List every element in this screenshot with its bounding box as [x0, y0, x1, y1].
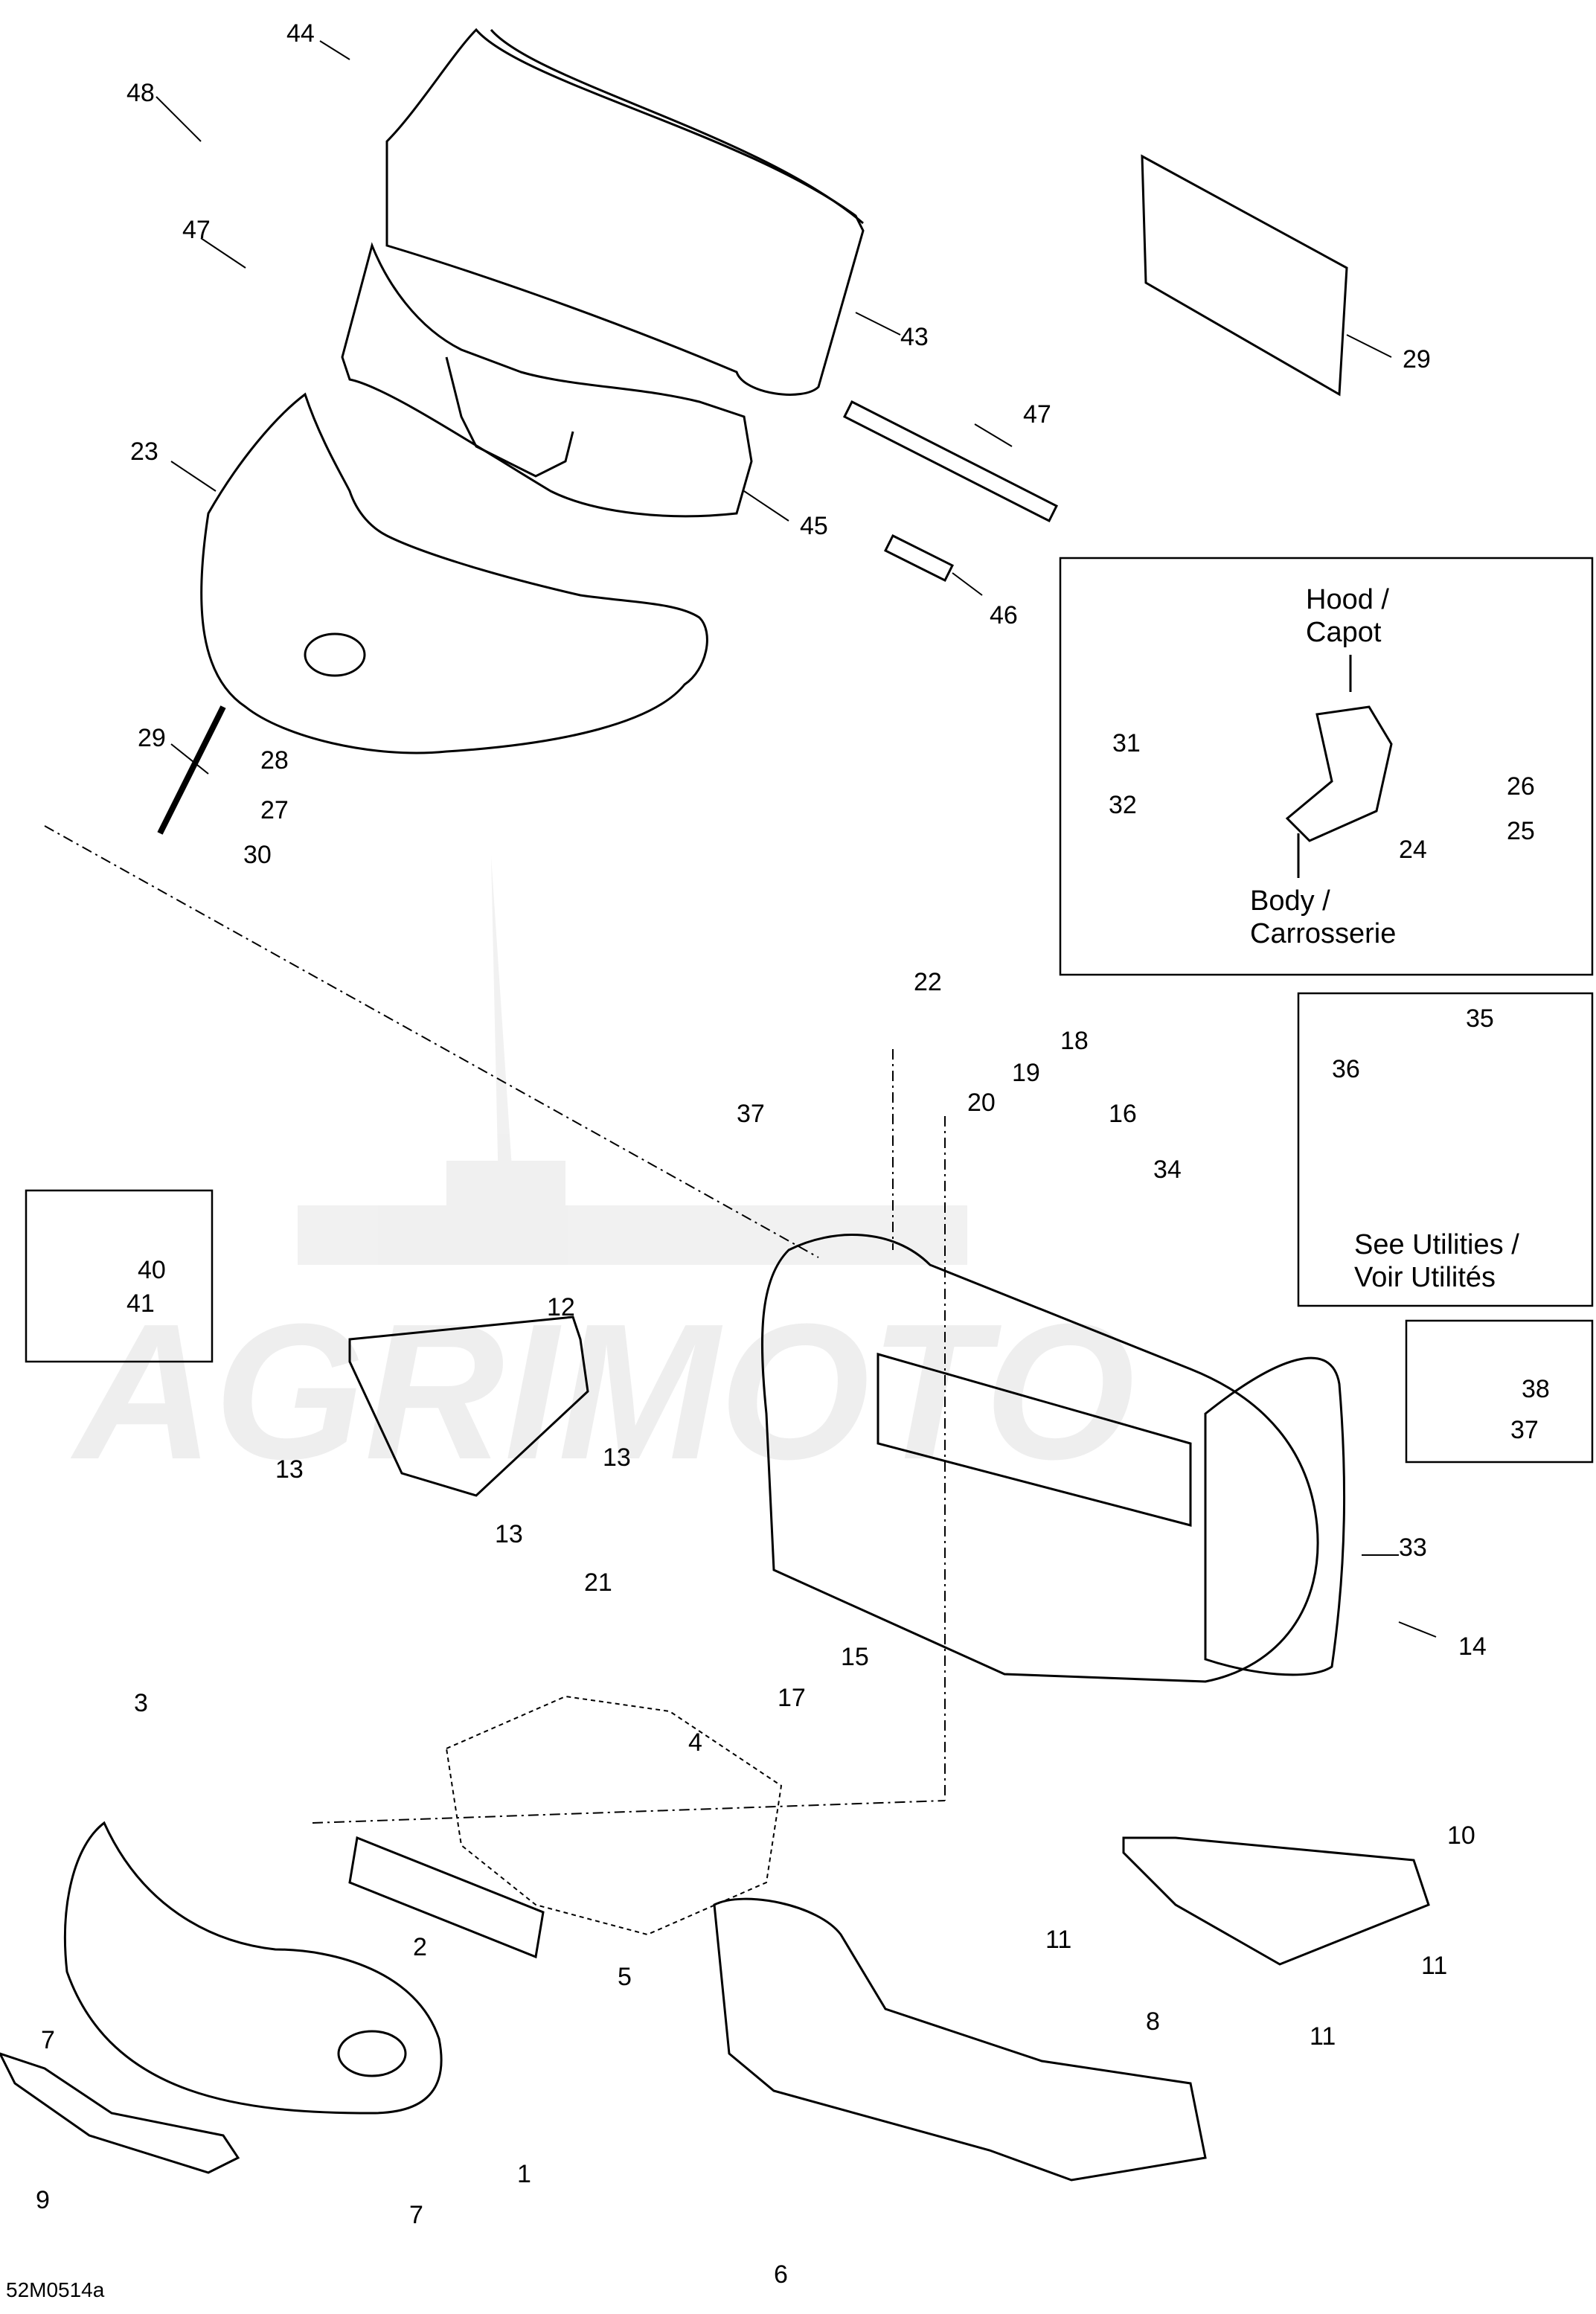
dash-lines	[44, 825, 946, 1824]
callout-4: 4	[688, 1728, 702, 1757]
leader-lines	[156, 40, 1437, 1638]
callout-7-bottom: 7	[409, 2201, 423, 2229]
callout-37-inset: 37	[1510, 1416, 1539, 1444]
windshield-trim	[341, 242, 753, 518]
front-body	[760, 1234, 1319, 1683]
hinge-top-label-line1: Hood /	[1306, 584, 1389, 615]
callout-27: 27	[260, 796, 289, 824]
svg-text:AGRIMOTO: AGRIMOTO	[68, 1284, 1135, 1500]
callout-20: 20	[967, 1089, 996, 1117]
callout-6: 6	[774, 2260, 788, 2289]
utilities-inset-frame	[1297, 992, 1594, 1307]
callout-33: 33	[1399, 1533, 1427, 1562]
side-deflector-10	[1122, 1836, 1430, 1966]
gas-strut	[157, 705, 226, 835]
callout-14: 14	[1458, 1632, 1487, 1661]
callout-40: 40	[138, 1256, 166, 1284]
hinge-assembly	[1285, 655, 1393, 878]
hinge-top-label-line2: Capot	[1306, 616, 1382, 648]
callout-10: 10	[1447, 1821, 1475, 1850]
callout-43: 44	[286, 19, 315, 48]
callout-41: 41	[126, 1289, 155, 1318]
callout-9: 9	[36, 2186, 50, 2214]
callout-13-left: 13	[275, 1455, 304, 1484]
utilities-label-line2: Voir Utilités	[1354, 1261, 1496, 1293]
callout-21: 21	[584, 1568, 612, 1597]
callout-37-top: 37	[737, 1100, 765, 1128]
callout-17: 17	[778, 1684, 806, 1712]
skid-plate	[713, 1897, 1207, 2182]
callout-13-right: 13	[603, 1443, 631, 1472]
callout-11-right: 11	[1421, 1952, 1448, 1980]
callout-19: 19	[1012, 1059, 1040, 1087]
hinge-bottom-label: Body / Carrosserie	[1250, 885, 1396, 950]
callout-8: 8	[1146, 2007, 1160, 2036]
callout-23: 23	[130, 438, 158, 466]
callout-16: 16	[1109, 1100, 1137, 1128]
utilities-label-line1: See Utilities /	[1354, 1229, 1519, 1260]
collar-inset-frame	[1405, 1319, 1594, 1464]
decal-panel	[1141, 154, 1348, 397]
callout-29-decal: 29	[1403, 345, 1431, 374]
callout-18: 18	[1060, 1027, 1089, 1055]
callout-24: 24	[1399, 836, 1427, 864]
front-fascia	[64, 1821, 443, 2115]
hinge-bottom-label-line1: Body /	[1250, 885, 1330, 917]
watermark-text: AGRIMOTO	[68, 1284, 1135, 1500]
callout-45: 46	[990, 601, 1018, 629]
hinge-top-label: Hood / Capot	[1306, 584, 1389, 649]
callout-44: 45	[800, 512, 828, 540]
callout-46: 47	[1023, 400, 1051, 429]
callout-1: 1	[517, 2160, 531, 2188]
callout-30: 30	[243, 841, 272, 869]
callout-25: 25	[1507, 817, 1535, 845]
callout-26: 26	[1507, 772, 1535, 801]
callout-3: 3	[134, 1689, 148, 1717]
clip-inset-frame	[25, 1189, 214, 1363]
callout-7-top: 7	[41, 2026, 55, 2054]
callout-11-left: 11	[1045, 1926, 1072, 1954]
hinge-inset-frame	[1059, 557, 1594, 976]
callout-36: 36	[1332, 1055, 1360, 1083]
callout-22: 22	[914, 968, 942, 996]
side-panel-33	[1204, 1356, 1346, 1676]
hood	[200, 392, 708, 754]
callout-12: 12	[547, 1293, 575, 1321]
strip-45	[883, 533, 955, 583]
callout-35: 35	[1466, 1004, 1494, 1033]
callout-5: 5	[618, 1963, 632, 1991]
callout-47: 47	[182, 216, 211, 244]
watermark	[298, 856, 967, 1265]
callout-13-bottom: 13	[495, 1520, 523, 1548]
side-deflector-12	[348, 1315, 589, 1497]
callout-32: 32	[1109, 791, 1137, 819]
callout-38: 38	[1522, 1375, 1550, 1403]
callout-29-strut: 29	[138, 724, 166, 752]
callout-31: 31	[1112, 729, 1141, 757]
drawing-code: 52M0514a	[6, 2278, 105, 2301]
callout-11-bottom: 11	[1310, 2022, 1336, 2051]
hinge-bottom-label-line2: Carrosserie	[1250, 917, 1397, 949]
support-bracket	[348, 1836, 545, 1959]
front-bumper	[0, 2052, 240, 2174]
callout-2: 2	[413, 1933, 427, 1961]
utilities-label: See Utilities / Voir Utilités	[1354, 1229, 1519, 1294]
windshield	[385, 28, 865, 396]
callout-28: 28	[260, 746, 289, 775]
callout-15: 15	[841, 1643, 869, 1671]
callout-48: 48	[126, 79, 155, 107]
callout-34: 34	[1153, 1156, 1182, 1184]
callout-42: 43	[900, 323, 929, 351]
frame-outline	[445, 1695, 783, 1936]
strip-46	[842, 400, 1059, 523]
